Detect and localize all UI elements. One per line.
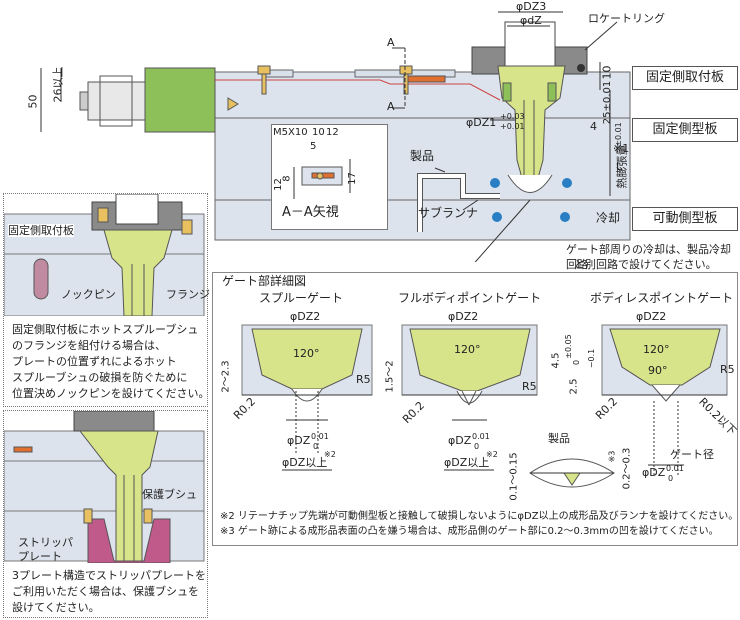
dim-dz1: φDZ1 [466,116,497,129]
dim-4: 4 [590,120,597,133]
box1-note-2: のフランジを組付ける場合は、 [12,339,166,352]
guard-bushing-label: 保護ブシュ [142,488,197,501]
dim-l-tol: ±0.01 [613,122,623,147]
gate-dz-c-tol-lo: 0 [668,474,674,483]
gate-angle-a: 120° [293,347,320,360]
note2-mark-a: ※2 [324,450,336,459]
gate-dz-c: φDZ [642,466,666,479]
section-marker-a-top: A [387,36,395,49]
gate-product-label: 製品 [548,432,570,445]
gate-angle-90: 90° [648,364,668,377]
gate-dz-b: φDZ [448,434,472,447]
gate-dim-45-tol: ±0.05 [563,334,573,359]
gate-dz2-c: φDZ2 [636,310,667,323]
box2-note-3: 設けてください。 [12,601,100,614]
dim-dz1-tol-up: +0.03 [500,112,525,121]
dim-dz: φdZ [520,14,542,27]
guard-bushing-drawing [4,411,205,563]
gate-dim-15-2: 1.5～2 [384,360,396,393]
gate-dim-2-23: 2～2.3 [220,360,232,393]
gate-dz-b-tol-lo: 0 [474,442,480,451]
gate-r5-a: R5 [356,373,371,386]
gate-detail-box [212,272,738,546]
dim-50: 50 [26,94,40,109]
gate-dim-25: 2.5 [568,378,580,395]
sub-runner-label: サブランナ [418,206,479,220]
cooling-note-1: ゲート部周りの冷却は、製品冷却回路 [566,243,731,271]
dim-dz1-tol-lo: +0.01 [500,122,525,131]
dim-dz3: φDZ3 [516,0,547,13]
gate-diameter-label: ゲート径 [670,448,714,461]
gate-type-sprue: スプルーゲート [259,291,344,305]
gate-r5-c: R5 [720,363,735,376]
aa-m5x10: M5X10 [273,127,308,138]
gate-angle-b: 120° [454,343,481,356]
box1-note-5: 位置決めノックピンを設けてください。 [12,387,210,400]
aa-dim-5: 5 [310,141,317,152]
aa-view-title: A－A矢視 [282,205,339,220]
gate-r5-b: R5 [522,380,537,393]
cooling-note-2: と別回路で設けてください。 [574,258,717,271]
gate-dim-02-03: 0.2～0.3 [621,447,633,490]
heater-box [144,67,216,133]
dim-25: 25±0.01 [602,80,614,125]
plate-label-fixed: 固定側型板 [632,118,738,142]
connector [87,81,146,121]
aa-view [271,124,388,230]
gate-dim-01-015: 0.1～0.15 [508,452,520,501]
box1-note-4: スプルーブシュの破損を防ぐために [12,371,188,384]
gate-dim-25-tol-up: 0 [572,359,582,366]
gate-detail-title: ゲート部詳細図 [222,274,307,288]
knock-pin-label: ノックピン [61,288,116,301]
plate-label-clamp: 固定側取付板 [632,66,738,90]
gate-type-full-body: フルボディポイントゲート [398,291,542,305]
gate-details-drawing [241,324,728,488]
gate-dz-a-tol-lo: 0 [313,442,319,451]
aa-dim-10: 10 [312,127,325,138]
aa-dim-8: 8 [281,175,293,182]
cooling-label: 冷却 [596,211,621,225]
gate-dz-c-tol-up: 0.01 [666,464,684,473]
box1-note-3: プレートの位置ずれによるホット [12,355,177,368]
dim-26: 26以上 [51,66,65,103]
footnote-2: ※2 リテーナチップ先端が可動側型板と接触して破損しないようにφDZ以上の成形品… [220,511,739,522]
flange-label: フランジ [166,288,210,301]
aa-dim-12: 12 [326,127,339,138]
stripper-label-2: プレート [18,550,62,563]
plate-label-moving: 可動側型板 [632,207,738,231]
box2-note-2: ご利用いただく場合は、保護ブシュを [12,585,199,598]
stripper-label-1: ストリッパ [18,536,73,549]
note1-mark: ※1 [613,142,630,155]
box1-note-1: 固定側取付板にホットスプルーブシュ [12,323,199,336]
gate-dz-a: φDZ [287,434,311,447]
dim-10: 10 [600,65,614,80]
gate-dz2-a: φDZ2 [290,310,321,323]
gate-angle-c: 120° [643,343,670,356]
gate-dz-a-tol-up: 0.01 [311,432,329,441]
dim-l: L [616,160,623,173]
note2-mark-b: ※2 [486,450,498,459]
aa-dim-17: 17 [346,172,358,185]
gate-dz2-b: φDZ2 [448,310,479,323]
gate-dim-45: 4.5 [550,352,562,369]
locate-ring-label: ロケートリング [588,12,665,25]
cooling-channel [490,178,500,188]
gate-dz-min-a: φDZ以上 [282,456,328,469]
gate-type-bodyless: ボディレスポイントゲート [590,291,734,305]
footnote-3: ※3 ゲート跡による成形品表面の凸を嫌う場合は、成形品側のゲート部に0.2～0.… [220,526,719,537]
box2-note-1: 3プレート構造でストリッパプレートを [12,569,206,582]
box1-title: 固定側取付板 [8,224,74,237]
note3-mark: ※3 [607,450,617,463]
gate-dz-b-tol-up: 0.01 [472,432,490,441]
gate-dim-25-tol-lo: −0.1 [587,348,597,369]
product-label: 製品 [410,149,435,163]
section-marker-a-bottom: A [387,100,395,113]
gate-dz-min-b: φDZ以上 [444,456,490,469]
